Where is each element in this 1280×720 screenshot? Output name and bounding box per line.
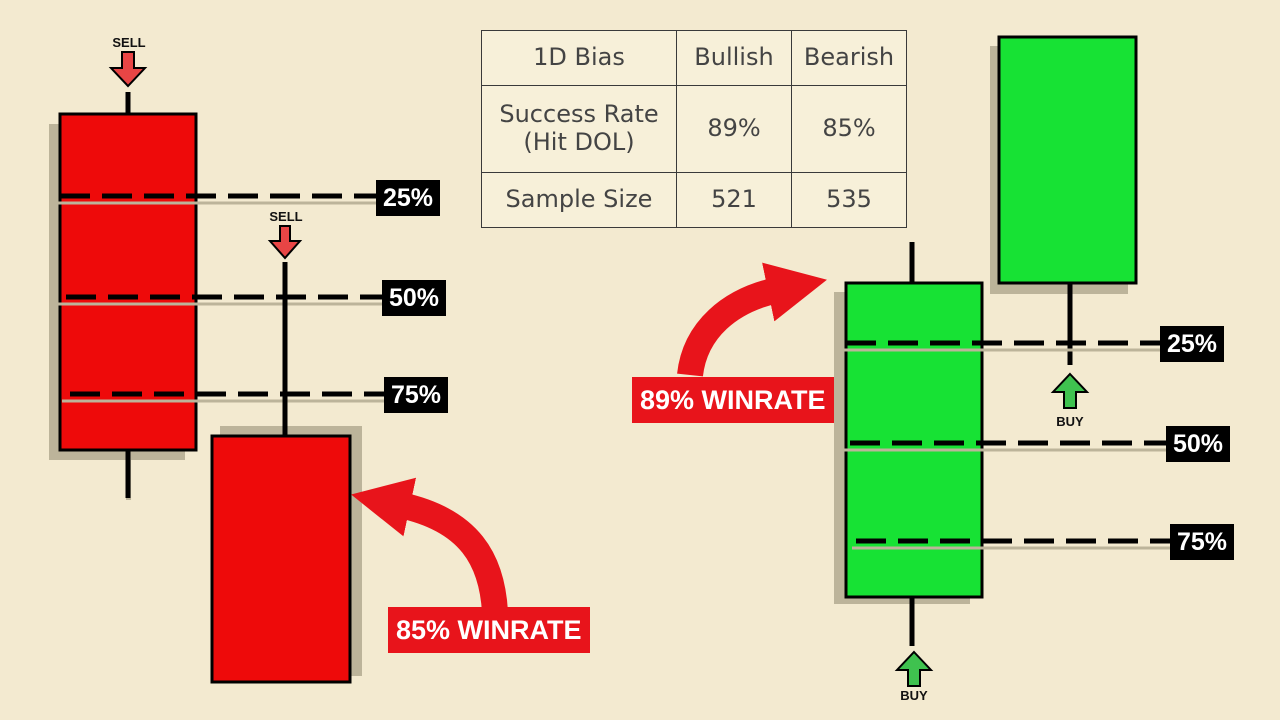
- sell-label: SELL: [112, 35, 146, 50]
- table-row-label: Success Rate (Hit DOL): [481, 85, 677, 173]
- sell-arrow-icon: [267, 225, 303, 260]
- table-header-cell: Bullish: [676, 30, 792, 86]
- table-header-cell: 1D Bias: [481, 30, 677, 86]
- bearish-setup: [49, 51, 508, 684]
- level-25-tag: 25%: [376, 180, 441, 216]
- table-header-cell: Bearish: [791, 30, 907, 86]
- table-row: Success Rate (Hit DOL) 89% 85%: [481, 85, 907, 173]
- sell-label: SELL: [269, 209, 303, 224]
- bias-stats-table: 1D Bias Bullish Bearish Success Rate (Hi…: [481, 30, 907, 228]
- bearish-candle-2-body: [210, 434, 352, 684]
- table-header-row: 1D Bias Bullish Bearish: [481, 30, 907, 86]
- table-row: Sample Size 521 535: [481, 172, 907, 228]
- table-cell: 85%: [791, 85, 907, 173]
- buy-arrow-icon: [1050, 372, 1090, 409]
- bullish-candle-2-body: [997, 35, 1138, 285]
- buy-label: BUY: [1056, 414, 1084, 429]
- level-75-tag: 75%: [1170, 524, 1235, 560]
- level-25-tag: 25%: [1160, 326, 1225, 362]
- buy-label: BUY: [900, 688, 928, 703]
- table-cell: 535: [791, 172, 907, 228]
- sell-arrow-icon: [108, 51, 148, 88]
- level-75-tag: 75%: [384, 377, 449, 413]
- table-cell: 89%: [676, 85, 792, 173]
- level-50-tag: 50%: [1166, 426, 1231, 462]
- table-cell: 521: [676, 172, 792, 228]
- bullish-winrate-label: 89% WINRATE: [632, 377, 834, 423]
- table-row-label: Sample Size: [481, 172, 677, 228]
- bullish-candle-1-body: [844, 281, 984, 599]
- level-50-tag: 50%: [382, 280, 447, 316]
- buy-arrow-icon: [894, 650, 934, 687]
- bullish-setup: [677, 35, 1172, 687]
- bearish-winrate-label: 85% WINRATE: [388, 607, 590, 653]
- winrate-curve-arrow-icon: [677, 262, 827, 378]
- winrate-curve-arrow-icon: [351, 477, 508, 613]
